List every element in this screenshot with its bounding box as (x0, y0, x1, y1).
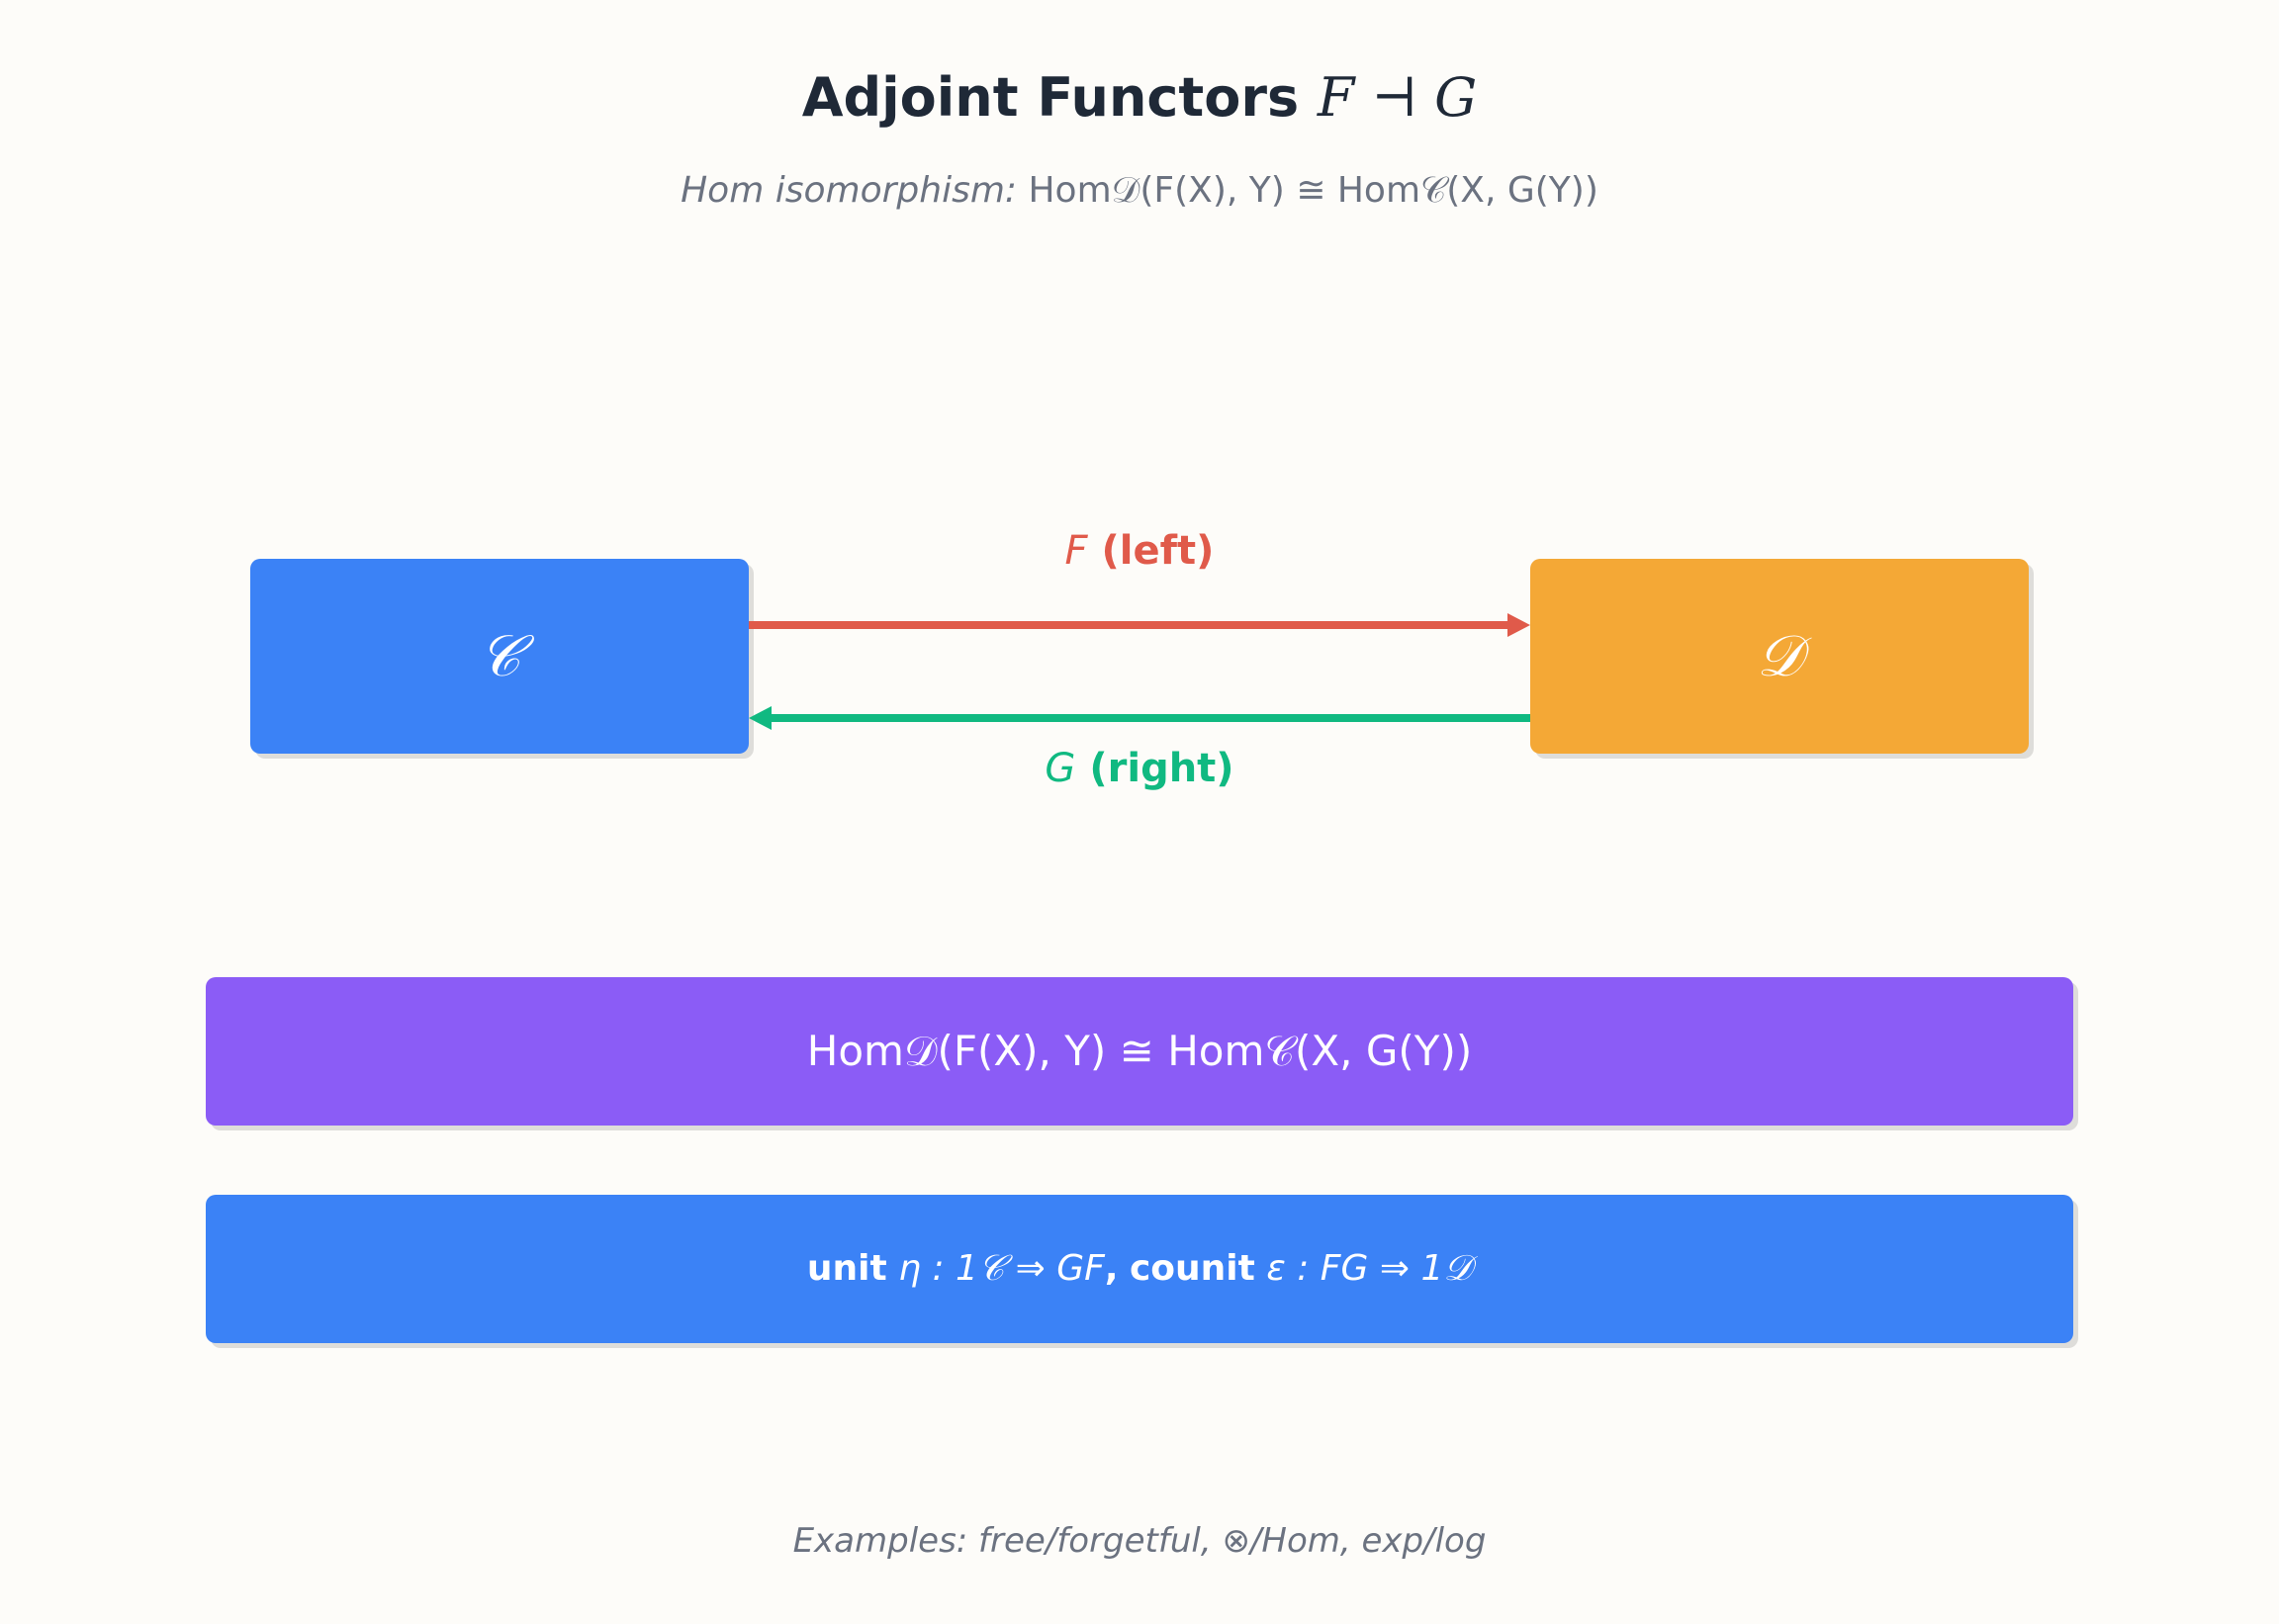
diagram-subtitle: Hom isomorphism: Hom𝒟(F(X), Y) ≅ Hom𝒞(X,… (0, 168, 2279, 214)
functor-g-arrowhead (749, 706, 772, 730)
category-d-label: 𝒟 (1756, 622, 1803, 689)
hom-isomorphism-text: Hom𝒟(F(X), Y) ≅ Hom𝒞(X, G(Y)) (806, 1027, 1473, 1075)
counit-word: counit (1129, 1248, 1255, 1289)
subtitle-formula: Hom𝒟(F(X), Y) ≅ Hom𝒞(X, G(Y)) (1028, 170, 1598, 211)
unit-counit-bar: unit η : 1𝒞 ⇒ GF, counit ε : FG ⇒ 1𝒟 (206, 1195, 2073, 1343)
functor-f-symbol: F (1064, 528, 1088, 574)
functor-g-symbol: G (1045, 746, 1076, 791)
title-text: Adjoint Functors (801, 66, 1300, 129)
diagram-title: Adjoint Functors F ⊣ G (0, 63, 2279, 133)
unit-word: unit (806, 1248, 887, 1289)
hom-isomorphism-bar: Hom𝒟(F(X), Y) ≅ Hom𝒞(X, G(Y)) (206, 977, 2073, 1126)
counit-formula: ε : FG ⇒ 1𝒟 (1266, 1248, 1473, 1289)
functor-f-arrowhead (1507, 613, 1530, 637)
functor-g-label: G (right) (843, 744, 1436, 793)
functor-g-text: (right) (1089, 746, 1234, 791)
functor-f-label: F (left) (843, 526, 1436, 576)
category-d-box: 𝒟 (1530, 559, 2029, 754)
examples-footer: Examples: free/forgetful, ⊗/Hom, exp/log (792, 1521, 1487, 1561)
unit-formula: η : 1𝒞 ⇒ GF (898, 1248, 1105, 1289)
subtitle-label: Hom isomorphism: (681, 170, 1018, 211)
category-c-box: 𝒞 (250, 559, 749, 754)
functor-f-text: (left) (1101, 528, 1215, 574)
unit-separator: , (1104, 1248, 1119, 1289)
category-c-label: 𝒞 (478, 622, 521, 689)
title-symbol: F ⊣ G (1317, 66, 1478, 129)
